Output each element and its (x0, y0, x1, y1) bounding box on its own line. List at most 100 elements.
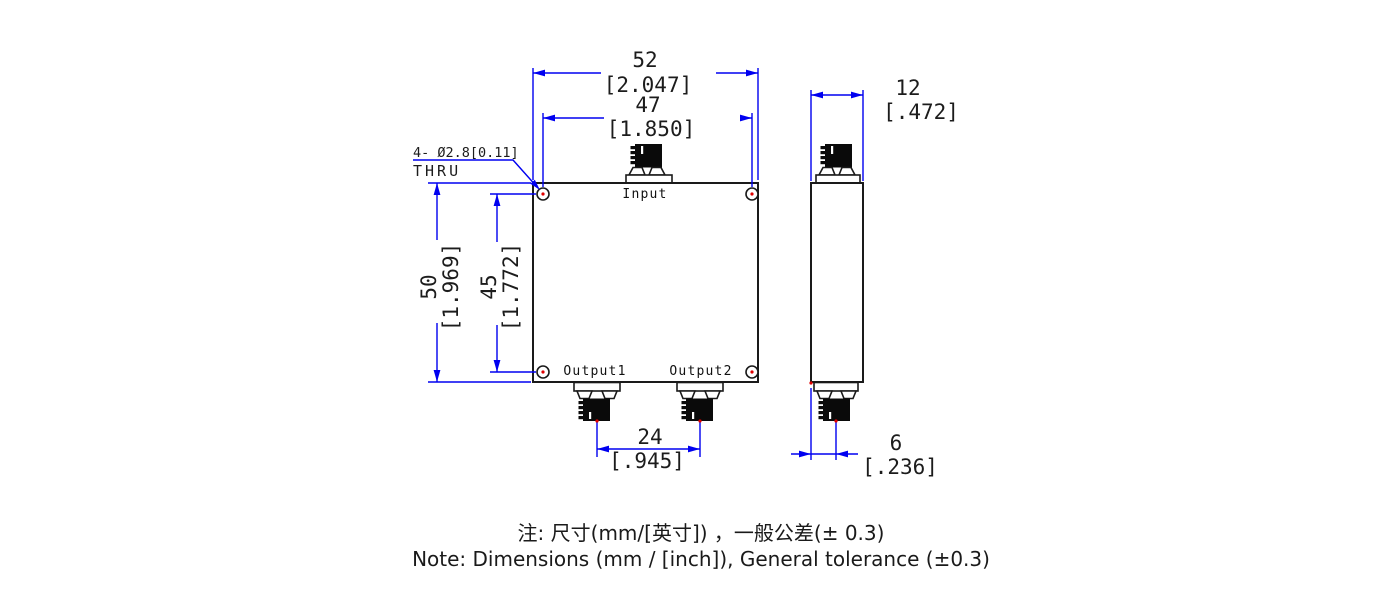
ext-lines-50 (428, 182, 531, 383)
side-bottom-connector (813, 381, 859, 421)
thread-tooth (820, 156, 826, 160)
thread-tooth (820, 161, 826, 165)
thread-tooth (820, 146, 826, 150)
output2-thread-body (686, 398, 713, 421)
thread-tooth (820, 151, 826, 155)
input-connector-thread-body (635, 144, 662, 168)
thread-tooth (818, 416, 824, 420)
dim-hole-span-h-mm: 47 (635, 93, 660, 117)
thread-tooth (818, 401, 824, 405)
connector-slot (692, 412, 695, 419)
thread-tooth (578, 411, 584, 415)
input-connector (625, 144, 673, 185)
output1-port-label: Output1 (563, 364, 626, 379)
dim-front-width-mm: 52 (632, 48, 657, 72)
side-top-thread-body (825, 144, 852, 168)
arrowhead (799, 450, 811, 458)
endpoint-marker (595, 419, 599, 423)
thread-tooth (681, 406, 687, 410)
thread-tooth (681, 401, 687, 405)
dimension-annotations: 52 [2.047] 47 [1.850] 50 [1.969] 45 [1.7… (413, 48, 959, 479)
dim-side-offset-mm: 6 (890, 431, 903, 455)
dim-output-spacing-mm: 24 (637, 425, 662, 449)
dim-front-width-inch: [2.047] (604, 73, 693, 97)
thread-tooth (681, 416, 687, 420)
connector-foot (703, 390, 722, 400)
endpoint-marker (750, 370, 754, 374)
arrowhead (851, 91, 863, 99)
side-bottom-thread-body (823, 398, 850, 421)
input-port-label: Input (622, 187, 667, 202)
side-enclosure-body (810, 182, 864, 383)
dim-front-height-inch: [1.969] (439, 243, 463, 332)
connector-foot (678, 390, 697, 400)
dim-hole-span-v-inch: [1.772] (499, 243, 523, 332)
connector-flange (573, 381, 621, 392)
thread-tooth (578, 416, 584, 420)
arrowhead (533, 69, 545, 77)
ext-lines-47 (542, 113, 753, 187)
arrowhead (740, 114, 752, 122)
output1-thread-body (583, 398, 610, 421)
dim-side-width-inch: [.472] (883, 100, 959, 124)
arrowhead (811, 91, 823, 99)
connector-foot (815, 390, 834, 400)
connector-slot (831, 146, 834, 154)
hole-callout-line1: 4- Ø2.8[0.11] (413, 145, 519, 161)
ext-lines-52 (532, 68, 759, 180)
hole-callout-line2: THRU (413, 162, 461, 180)
dim-side-offset-inch: [.236] (862, 455, 938, 479)
dim-side-width-mm: 12 (895, 76, 920, 100)
endpoint-marker (834, 419, 838, 423)
thread-tooth (630, 146, 636, 150)
dim-hole-span-h-inch: [1.850] (607, 117, 696, 141)
side-top-connector (815, 144, 861, 185)
thread-tooth (578, 401, 584, 405)
output2-port-label: Output2 (669, 364, 732, 379)
arrowhead (597, 445, 609, 453)
connector-foot (600, 390, 619, 400)
arrowhead (493, 360, 501, 372)
side-view (810, 144, 864, 421)
endpoint-marker (750, 192, 754, 196)
notes-block: 注: 尺寸(mm/[英寸]) ，一般公差(± 0.3) Note: Dimens… (412, 521, 990, 571)
endpoint-marker (541, 192, 545, 196)
arrowhead (836, 450, 848, 458)
thread-tooth (818, 406, 824, 410)
connector-slot (641, 146, 644, 154)
leader-line-hole-callout (413, 159, 539, 189)
endpoint-marker (698, 419, 702, 423)
arrowhead (688, 445, 700, 453)
thread-tooth (630, 156, 636, 160)
thread-tooth (681, 411, 687, 415)
dim-hole-span-v-mm: 45 (477, 274, 501, 299)
dim-output-spacing-inch: [.945] (609, 449, 685, 473)
thread-tooth (630, 161, 636, 165)
connector-foot (627, 166, 647, 176)
note-line-english: Note: Dimensions (mm / [inch]), General … (412, 547, 990, 571)
arrowhead (543, 114, 555, 122)
arrowhead (746, 69, 758, 77)
arrowhead (433, 370, 441, 382)
ext-lines-12 (810, 90, 864, 181)
connector-slot (829, 412, 832, 419)
output1-connector (573, 381, 621, 421)
connector-foot (647, 166, 667, 176)
dim-front-height-mm: 50 (417, 274, 441, 299)
connector-foot (817, 166, 837, 176)
output2-connector (676, 381, 724, 421)
arrowhead (493, 194, 501, 206)
connector-foot (839, 390, 858, 400)
arrowhead (433, 183, 441, 195)
endpoint-marker (809, 381, 813, 385)
connector-flange (813, 381, 859, 392)
connector-slot (589, 412, 592, 419)
endpoint-markers (541, 192, 838, 423)
thread-tooth (818, 411, 824, 415)
connector-foot (837, 166, 857, 176)
connector-foot (575, 390, 594, 400)
thread-tooth (578, 406, 584, 410)
thread-tooth (630, 151, 636, 155)
connector-flange (676, 381, 724, 392)
